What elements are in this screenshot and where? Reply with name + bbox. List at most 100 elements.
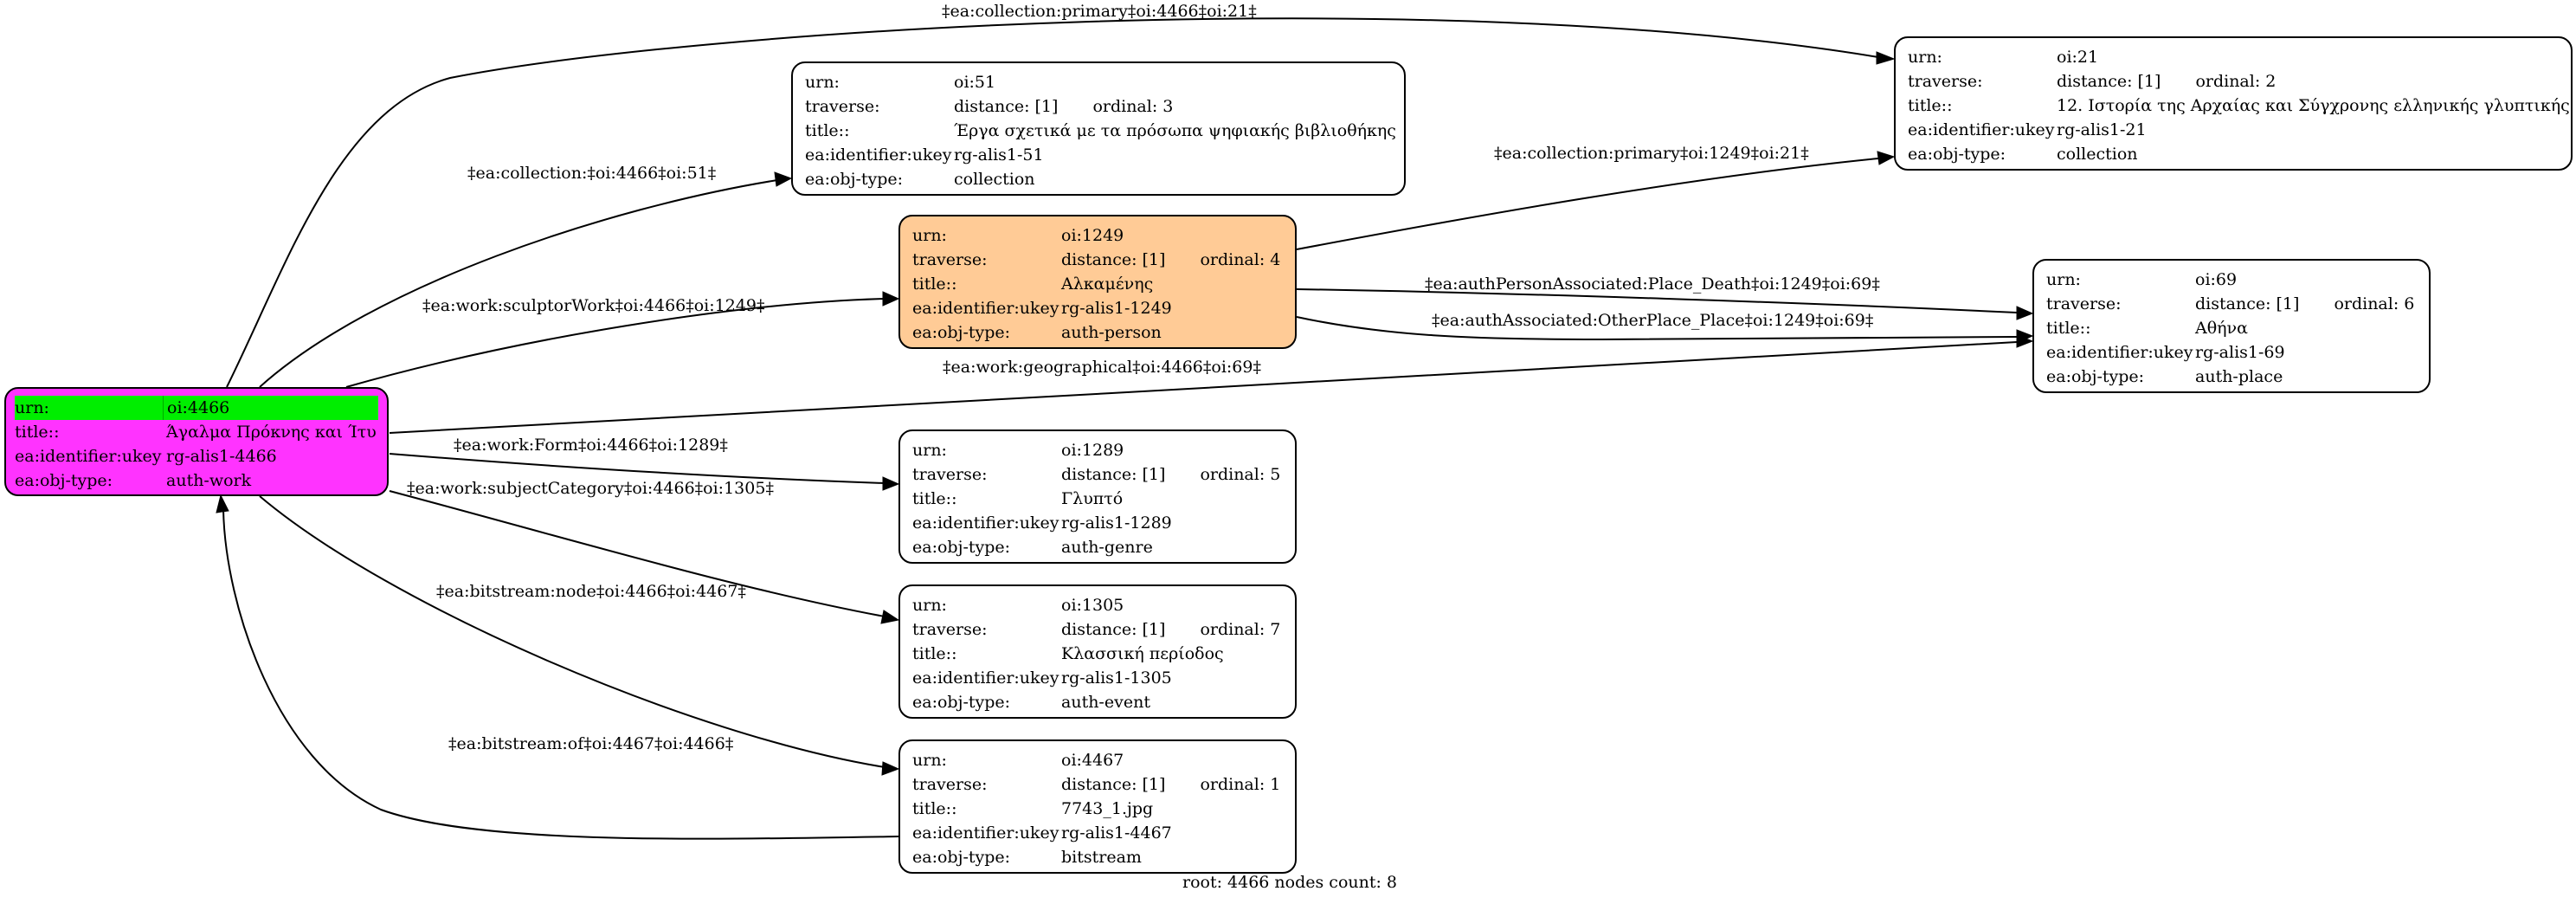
title-row: title:: Άγαλμα Πρόκνης και Ίτυ: [15, 420, 378, 444]
urn-value: oi:4467: [1061, 751, 1124, 770]
urn-row: urn:oi:1289: [912, 438, 1283, 462]
type-value: collection: [2057, 145, 2138, 164]
traverse-row: traverse:distance: [1]ordinal: 6: [2046, 292, 2417, 316]
ukey-key: ea:identifier:ukey: [912, 668, 1059, 688]
ukey-key: ea:identifier:ukey: [1908, 120, 2055, 139]
title-row: title::Αθήνα: [2046, 316, 2417, 340]
distance-value: distance: [1]: [2057, 72, 2161, 91]
arrowhead: [882, 476, 900, 491]
urn-value: oi:1249: [1061, 226, 1124, 245]
edge-sculptor-work-1249: [345, 298, 886, 388]
urn-row: urn:oi:4467: [912, 748, 1283, 772]
title-value: Έργα σχετικά με τα πρόσωπα ψηφιακής βιβλ…: [954, 121, 1396, 140]
type-value: auth-event: [1061, 693, 1150, 712]
ordinal-value: ordinal: 7: [1200, 620, 1281, 639]
edge-bitstream-node-4467: [259, 495, 886, 768]
urn-key: urn:: [1908, 48, 1942, 67]
title-value: Κλασσική περίοδος: [1061, 644, 1224, 663]
node-center-4466[interactable]: urn: oi:4466 title:: Άγαλμα Πρόκνης και …: [4, 387, 389, 496]
edge-label: ‡ea:work:Form‡oi:4466‡oi:1289‡: [454, 436, 728, 455]
title-key: title::: [805, 121, 850, 140]
type-key: ea:obj-type:: [912, 693, 1011, 712]
edge-subject-category-1305: [389, 490, 886, 617]
ukey-value: rg-alis1-1305: [1061, 668, 1172, 688]
edge-label: ‡ea:work:subjectCategory‡oi:4466‡oi:1305…: [407, 479, 774, 498]
edge-label: ‡ea:authPersonAssociated:Place_Death‡oi:…: [1425, 274, 1880, 294]
title-value: Γλυπτό: [1061, 489, 1124, 508]
ukey-key: ea:identifier:ukey: [805, 145, 952, 165]
title-row: title::Κλασσική περίοδος: [912, 642, 1283, 666]
node-oi-69[interactable]: urn:oi:69 traverse:distance: [1]ordinal:…: [2032, 259, 2431, 393]
ukey-key: ea:identifier:ukey: [2046, 343, 2193, 362]
title-value: Αλκαμένης: [1061, 274, 1154, 294]
traverse-key: traverse:: [805, 97, 880, 116]
node-oi-1249[interactable]: urn: oi:1249 traverse:distance: [1]ordina…: [898, 215, 1297, 349]
urn-row: urn:oi:69: [2046, 268, 2417, 292]
title-value: 7743_1.jpg: [1061, 799, 1154, 818]
title-row: title::Γλυπτό: [912, 487, 1283, 511]
traverse-key: traverse:: [912, 465, 988, 484]
edge-label: ‡ea:work:sculptorWork‡oi:4466‡oi:1249‡: [422, 296, 765, 315]
arrowhead: [1876, 51, 1896, 65]
ukey-value: rg-alis1-1289: [1061, 513, 1172, 533]
arrowhead: [2016, 334, 2034, 348]
ukey-key: ea:identifier:ukey: [15, 447, 162, 466]
ordinal-value: ordinal: 2: [2195, 72, 2277, 91]
traverse-key: traverse:: [2046, 294, 2122, 313]
node-oi-4467[interactable]: urn:oi:4467 traverse:distance: [1]ordina…: [898, 739, 1297, 874]
node-oi-1305[interactable]: urn:oi:1305 traverse:distance: [1]ordina…: [898, 584, 1297, 719]
arrowhead: [216, 494, 229, 513]
traverse-row: traverse:distance: [1]ordinal: 5: [912, 462, 1283, 487]
edge-collection-primary-21: [226, 17, 1879, 388]
traverse-row: traverse:distance: [1]ordinal: 1: [912, 772, 1283, 797]
edge-label: ‡ea:bitstream:of‡oi:4467‡oi:4466‡: [448, 734, 733, 753]
type-key: ea:obj-type:: [912, 538, 1011, 557]
distance-value: distance: [1]: [1061, 620, 1166, 639]
title-key: title::: [2046, 319, 2091, 338]
type-row: ea:obj-type:auth-place: [2046, 365, 2417, 389]
type-row: ea:obj-type: auth-work: [15, 468, 378, 493]
ukey-key: ea:identifier:ukey: [912, 299, 1059, 318]
edge-label: ‡ea:collection:‡oi:4466‡oi:51‡: [467, 164, 716, 183]
arrowhead: [882, 291, 900, 307]
edge-label: ‡ea:authAssociated:OtherPlace_Place‡oi:1…: [1432, 311, 1873, 330]
arrowhead: [774, 171, 793, 187]
node-oi-1289[interactable]: urn:oi:1289 traverse:distance: [1]ordina…: [898, 429, 1297, 564]
type-key: ea:obj-type:: [805, 170, 904, 189]
urn-value: oi:4466: [163, 396, 378, 420]
type-key: ea:obj-type:: [15, 471, 113, 490]
ukey-value: rg-alis1-69: [2195, 343, 2285, 362]
title-value: 12. Ιστορία της Αρχαίας και Σύγχρονης ελ…: [2057, 96, 2570, 115]
type-key: ea:obj-type:: [2046, 367, 2145, 386]
edge-place-death-69: [1296, 288, 2018, 313]
arrowhead: [2016, 306, 2034, 320]
ukey-value: rg-alis1-51: [954, 145, 1044, 165]
ukey-value: rg-alis1-21: [2057, 120, 2147, 139]
type-row: ea:obj-type: collection: [805, 167, 1392, 191]
title-row: title::Αλκαμένης: [912, 272, 1283, 296]
type-value: collection: [954, 170, 1035, 189]
ukey-value: rg-alis1-4466: [166, 447, 277, 466]
title-key: title::: [912, 274, 957, 294]
node-oi-21[interactable]: urn:oi:21 traverse:distance: [1]ordinal:…: [1894, 36, 2573, 171]
ukey-row: ea:identifier:ukey rg-alis1-4466: [15, 444, 378, 468]
node-oi-51[interactable]: urn:oi:51 traverse:distance: [1]ordinal:…: [791, 61, 1406, 196]
arrowhead: [880, 610, 900, 624]
arrowhead: [1877, 151, 1896, 165]
urn-key: urn:: [15, 396, 166, 420]
type-key: ea:obj-type:: [912, 323, 1011, 342]
traverse-key: traverse:: [1908, 72, 1983, 91]
ukey-key: ea:identifier:ukey: [912, 513, 1059, 533]
urn-key: urn:: [912, 226, 947, 245]
traverse-row: traverse:distance: [1]ordinal: 4: [912, 248, 1283, 272]
urn-row: urn:oi:1305: [912, 593, 1283, 617]
ordinal-value: ordinal: 3: [1092, 97, 1174, 116]
traverse-row: traverse:distance: [1]ordinal: 3: [805, 94, 1392, 119]
type-key: ea:obj-type:: [1908, 145, 2006, 164]
urn-row: urn: oi:4466: [15, 396, 378, 420]
